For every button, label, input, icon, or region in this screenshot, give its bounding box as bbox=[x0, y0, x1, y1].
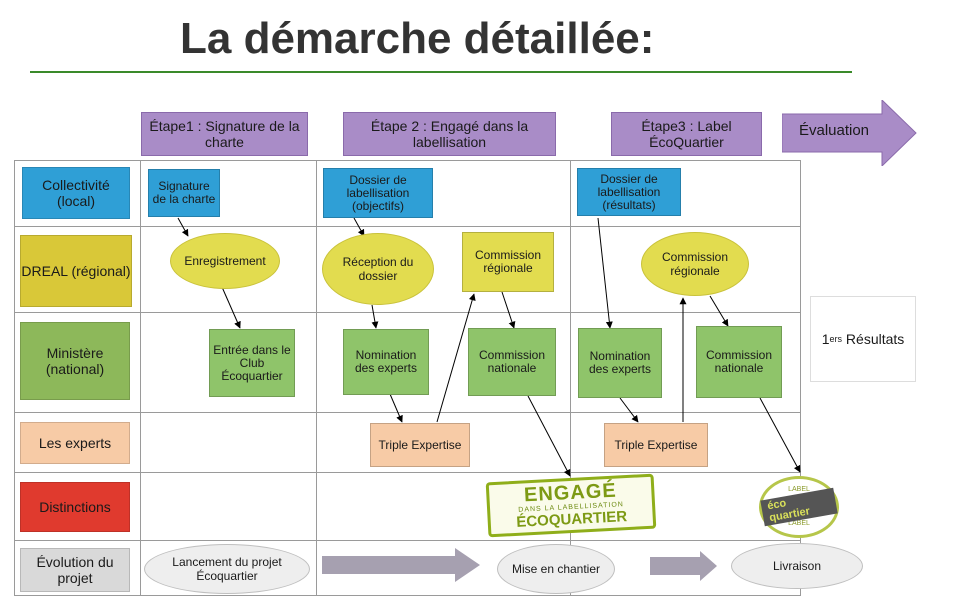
node-signature: Signature de la charte bbox=[148, 169, 220, 217]
row-label-dreal: DREAL (régional) bbox=[20, 235, 132, 307]
evaluation-label: Évaluation bbox=[798, 122, 870, 139]
badge-label-top: LABEL bbox=[788, 486, 810, 493]
node-nomination-experts-1: Nomination des experts bbox=[343, 329, 429, 395]
node-triple-expertise-1: Triple Expertise bbox=[370, 423, 470, 467]
grid-line bbox=[14, 226, 801, 227]
stage-2-header: Étape 2 : Engagé dans la labellisation bbox=[343, 112, 556, 156]
node-nomination-experts-2: Nomination des experts bbox=[578, 328, 662, 398]
results-prefix: 1 bbox=[821, 331, 830, 347]
stage-1-header: Étape1 : Signature de la charte bbox=[141, 112, 308, 156]
node-entree-club: Entrée dans le Club Écoquartier bbox=[209, 329, 295, 397]
grid-line bbox=[14, 540, 801, 541]
node-commission-regionale-1: Commission régionale bbox=[462, 232, 554, 292]
node-dossier-resultats: Dossier de labellisation (résultats) bbox=[577, 168, 681, 216]
page-title: La démarche détaillée: bbox=[180, 14, 655, 63]
evaluation-arrow bbox=[782, 100, 917, 166]
row-label-distinctions: Distinctions bbox=[20, 482, 130, 532]
badge-label-bottom: LABEL bbox=[788, 520, 810, 527]
results-superscript: ers bbox=[829, 334, 843, 344]
grid-line bbox=[316, 160, 317, 596]
stage-3-header: Étape3 : Label ÉcoQuartier bbox=[611, 112, 762, 156]
node-commission-nationale-2: Commission nationale bbox=[696, 326, 782, 398]
row-label-experts: Les experts bbox=[20, 422, 130, 464]
row-label-evolution: Évolution du projet bbox=[20, 548, 130, 592]
badge-engage-brand: ÉCOQUARTIER bbox=[515, 508, 628, 531]
node-commission-nationale-1: Commission nationale bbox=[468, 328, 556, 396]
results-text: Résultats bbox=[842, 331, 905, 347]
row-label-collectivite: Collectivité (local) bbox=[22, 167, 130, 219]
grid-line bbox=[14, 412, 801, 413]
badge-engage-labellisation: ENGAGÉ DANS LA LABELLISATION ÉCOQUARTIER bbox=[485, 473, 657, 538]
grid-line bbox=[14, 312, 801, 313]
grid-line bbox=[570, 160, 571, 596]
node-mise-en-chantier: Mise en chantier bbox=[497, 544, 615, 594]
node-reception-dossier: Réception du dossier bbox=[322, 233, 434, 305]
node-livraison: Livraison bbox=[731, 543, 863, 589]
node-dossier-objectifs: Dossier de labellisation (objectifs) bbox=[323, 168, 433, 218]
node-commission-regionale-2: Commission régionale bbox=[641, 232, 749, 296]
node-triple-expertise-2: Triple Expertise bbox=[604, 423, 708, 467]
node-enregistrement: Enregistrement bbox=[170, 233, 280, 289]
grid-line bbox=[140, 160, 141, 596]
process-grid bbox=[14, 160, 801, 596]
title-underline bbox=[30, 71, 852, 73]
row-label-ministere: Ministère (national) bbox=[20, 322, 130, 400]
badge-label-ecoquartier: LABEL éco quartier LABEL bbox=[759, 476, 839, 538]
node-lancement-projet: Lancement du projet Écoquartier bbox=[144, 544, 310, 594]
grid-line bbox=[14, 472, 801, 473]
